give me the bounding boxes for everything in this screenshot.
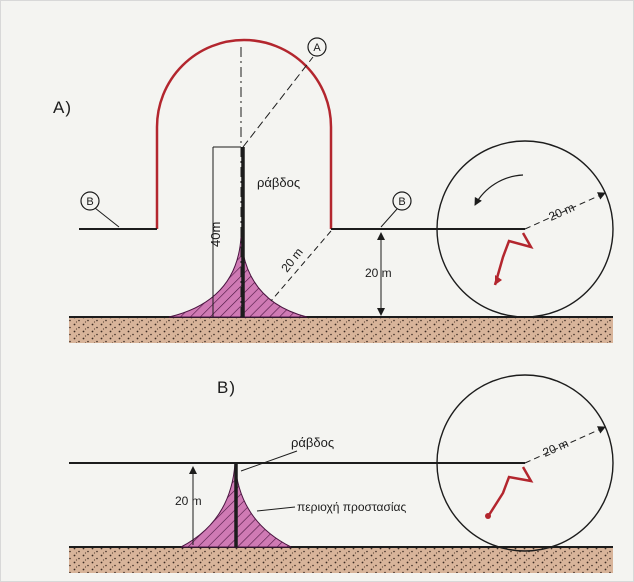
marker-b-left-circle xyxy=(80,191,100,211)
part-a: A) 40m ράβδος A xyxy=(53,37,614,343)
rod-label-b: ράβδος xyxy=(291,435,334,450)
slant-radius-label: 20 m xyxy=(278,245,305,275)
section-a-label: A) xyxy=(53,98,72,117)
vertical-dim-label: 20 m xyxy=(365,266,392,280)
sphere-radius-label-a: 20 m xyxy=(547,200,577,224)
rotation-arrow xyxy=(474,174,524,206)
rolling-sphere-a xyxy=(436,140,614,318)
rod-height-label: 40m xyxy=(208,222,223,247)
slant-radius-line xyxy=(270,230,332,302)
marker-b-right-label: B xyxy=(398,196,405,208)
sphere-path-arc xyxy=(155,38,333,229)
lightning-bolt-b xyxy=(487,466,534,516)
radius-to-a xyxy=(242,56,314,148)
marker-b-left-leader xyxy=(94,207,120,228)
protection-zone-a xyxy=(168,236,308,318)
height-dim-label-b: 20 m xyxy=(175,494,202,508)
lightning-bolt-a xyxy=(493,232,534,286)
sphere-radius-line-b xyxy=(524,426,606,464)
zone-label: περιοχή προστασίας xyxy=(297,500,406,514)
part-b: B) ράβδος 20 m περιοχή προστασίας 20 m xyxy=(69,374,614,573)
rod-label-a: ράβδος xyxy=(257,175,300,190)
marker-a-circle xyxy=(307,37,327,57)
ground-a xyxy=(69,317,613,343)
marker-b-left-label: B xyxy=(86,196,93,208)
rolling-sphere-b xyxy=(436,374,614,552)
zone-label-leader xyxy=(256,506,296,512)
lightning-tip-a xyxy=(495,275,502,285)
marker-b-right-leader xyxy=(380,208,398,228)
sphere-radius-label-b: 20 m xyxy=(541,436,571,460)
marker-b-right-circle xyxy=(392,191,412,211)
lightning-tip-b xyxy=(485,513,491,519)
marker-a-label: A xyxy=(313,42,321,54)
section-b-label: B) xyxy=(217,378,236,397)
sphere-radius-line-a xyxy=(524,192,606,230)
rod-label-b-leader xyxy=(240,450,298,472)
